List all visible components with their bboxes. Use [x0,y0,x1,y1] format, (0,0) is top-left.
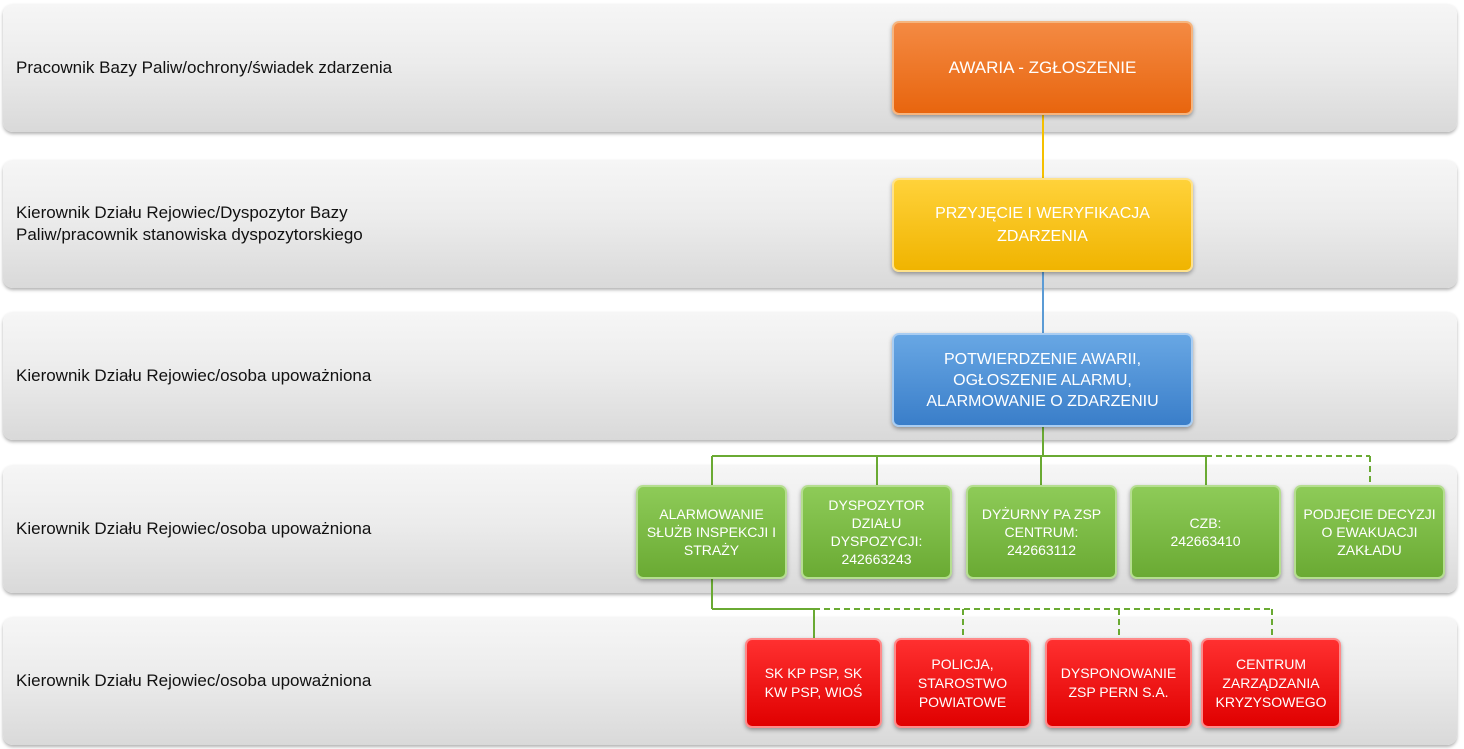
service-box-2: POLICJA, STAROSTWO POWIATOWE [894,638,1031,728]
service-text-1: SK KP PSP, SK KW PSP, WIOŚ [764,665,863,700]
lane-label-2: Kierownik Działu Rejowiec/Dyspozytor Baz… [16,203,363,244]
swimlane-3: Kierownik Działu Rejowiec/osoba upoważni… [3,312,1457,440]
service-text-2: POLICJA, STAROSTWO POWIATOWE [917,655,1008,710]
step-verify-text: PRZYJĘCIE I WERYFIKACJA ZDARZENIA [935,205,1150,245]
lane-label-4: Kierownik Działu Rejowiec/osoba upoważni… [16,519,372,538]
step-report-box: AWARIA - ZGŁOSZENIE [892,21,1193,115]
notify-box-1: ALARMOWANIE SŁUŻB INSPEKCJI I STRAŻY [636,485,787,579]
notify-text-2: DYSPOZYTOR DZIAŁU DYSPOZYCJI: 242663243 [828,497,925,567]
step-confirm-text: POTWIERDZENIE AWARII, OGŁOSZENIE ALARMU,… [926,350,1159,410]
notify-box-2: DYSPOZYTOR DZIAŁU DYSPOZYCJI: 242663243 [801,485,952,579]
step-report-text: AWARIA - ZGŁOSZENIE [948,58,1137,77]
service-box-1: SK KP PSP, SK KW PSP, WIOŚ [745,638,882,728]
step-verify-box: PRZYJĘCIE I WERYFIKACJA ZDARZENIA [892,178,1193,272]
service-text-3: DYSPONOWANIE ZSP PERN S.A. [1060,665,1177,700]
notify-box-4: CZB: 242663410 [1130,485,1281,579]
service-text-4: CENTRUM ZARZĄDZANIA KRYZYSOWEGO [1215,655,1327,710]
step-confirm-box: POTWIERDZENIE AWARII, OGŁOSZENIE ALARMU,… [892,333,1193,427]
notify-text-3: DYŻURNY PA ZSP CENTRUM: 242663112 [981,506,1102,558]
notify-box-3: DYŻURNY PA ZSP CENTRUM: 242663112 [966,485,1117,579]
lane-label-3: Kierownik Działu Rejowiec/osoba upoważni… [16,366,372,385]
lane-label-5: Kierownik Działu Rejowiec/osoba upoważni… [16,671,372,690]
notify-text-4: CZB: 242663410 [1170,515,1241,549]
notify-text-5: PODJĘCIE DECYZJI O EWAKUACJI ZAKŁADU [1303,506,1436,558]
service-box-4: CENTRUM ZARZĄDZANIA KRYZYSOWEGO [1201,638,1341,728]
swimlane-1: Pracownik Bazy Paliw/ochrony/świadek zda… [3,4,1457,132]
notify-box-5: PODJĘCIE DECYZJI O EWAKUACJI ZAKŁADU [1294,485,1445,579]
notify-text-1: ALARMOWANIE SŁUŻB INSPEKCJI I STRAŻY [646,506,777,558]
service-box-3: DYSPONOWANIE ZSP PERN S.A. [1045,638,1192,728]
swimlane-2: Kierownik Działu Rejowiec/Dyspozytor Baz… [3,160,1457,288]
lane-label-1: Pracownik Bazy Paliw/ochrony/świadek zda… [16,58,393,77]
